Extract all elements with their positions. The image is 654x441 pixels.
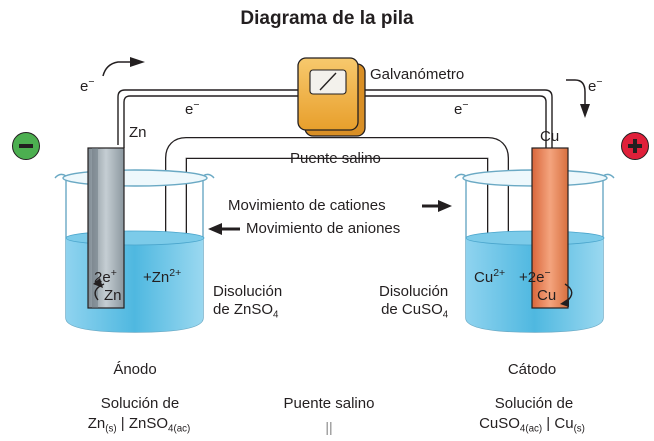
galvanometer-label: Galvanómetro bbox=[370, 66, 465, 83]
copper-label: Cu bbox=[540, 128, 560, 145]
diagram-title: Diagrama de la pila bbox=[240, 8, 414, 29]
cation-movement-label: Movimiento de cationes bbox=[228, 197, 386, 214]
anion-arrow bbox=[208, 223, 240, 235]
cathode-reaction-electrons: +2e− bbox=[519, 267, 551, 286]
electron-label-inner-left: e− bbox=[185, 99, 200, 118]
cation-arrow bbox=[422, 200, 452, 212]
electron-label-inner-right: e− bbox=[454, 99, 469, 118]
electron-label-outer-left: e− bbox=[80, 76, 95, 95]
electron-arrow-left bbox=[102, 57, 145, 77]
electron-arrow-right bbox=[566, 79, 590, 118]
cathode-reaction-arrow bbox=[560, 283, 573, 307]
external-wire bbox=[114, 86, 553, 150]
bridge-caption: Puente salino bbox=[283, 395, 375, 412]
salt-bridge-label: Puente salino bbox=[290, 150, 381, 167]
galvanometer bbox=[297, 57, 366, 137]
anode-solution-label: Disolución de ZnSO4 bbox=[213, 283, 283, 321]
anode-name: Ánodo bbox=[113, 361, 157, 378]
anode-reaction-ion: +Zn2+ bbox=[143, 267, 182, 286]
anode-caption-notation: Zn(s) | ZnSO4(ac) bbox=[87, 415, 191, 435]
cathode-reaction-ion: Cu2+ bbox=[474, 267, 506, 286]
bridge-symbol: || bbox=[325, 419, 333, 435]
cathode-reaction-metal: Cu bbox=[537, 287, 557, 304]
cathode-caption-notation: CuSO4(ac) | Cu(s) bbox=[479, 415, 585, 435]
anion-movement-label: Movimiento de aniones bbox=[246, 220, 401, 237]
anode-reaction-electrons: 2e+ bbox=[94, 267, 117, 286]
positive-sign-icon bbox=[621, 132, 649, 160]
cathode-solution-label: Disolución de CuSO4 bbox=[379, 283, 449, 321]
anode-reaction-metal: Zn bbox=[104, 287, 122, 304]
anode-beaker bbox=[54, 169, 215, 333]
cathode-caption-line1: Solución de bbox=[494, 395, 574, 412]
electron-label-outer-right: e− bbox=[588, 76, 603, 95]
cathode-name: Cátodo bbox=[507, 361, 557, 378]
anode-reaction-arrow bbox=[93, 278, 105, 301]
zinc-electrode bbox=[87, 147, 125, 309]
zinc-label: Zn bbox=[129, 124, 147, 141]
anode-caption-line1: Solución de bbox=[100, 395, 180, 412]
negative-sign-icon bbox=[12, 132, 40, 160]
copper-electrode bbox=[531, 147, 569, 309]
